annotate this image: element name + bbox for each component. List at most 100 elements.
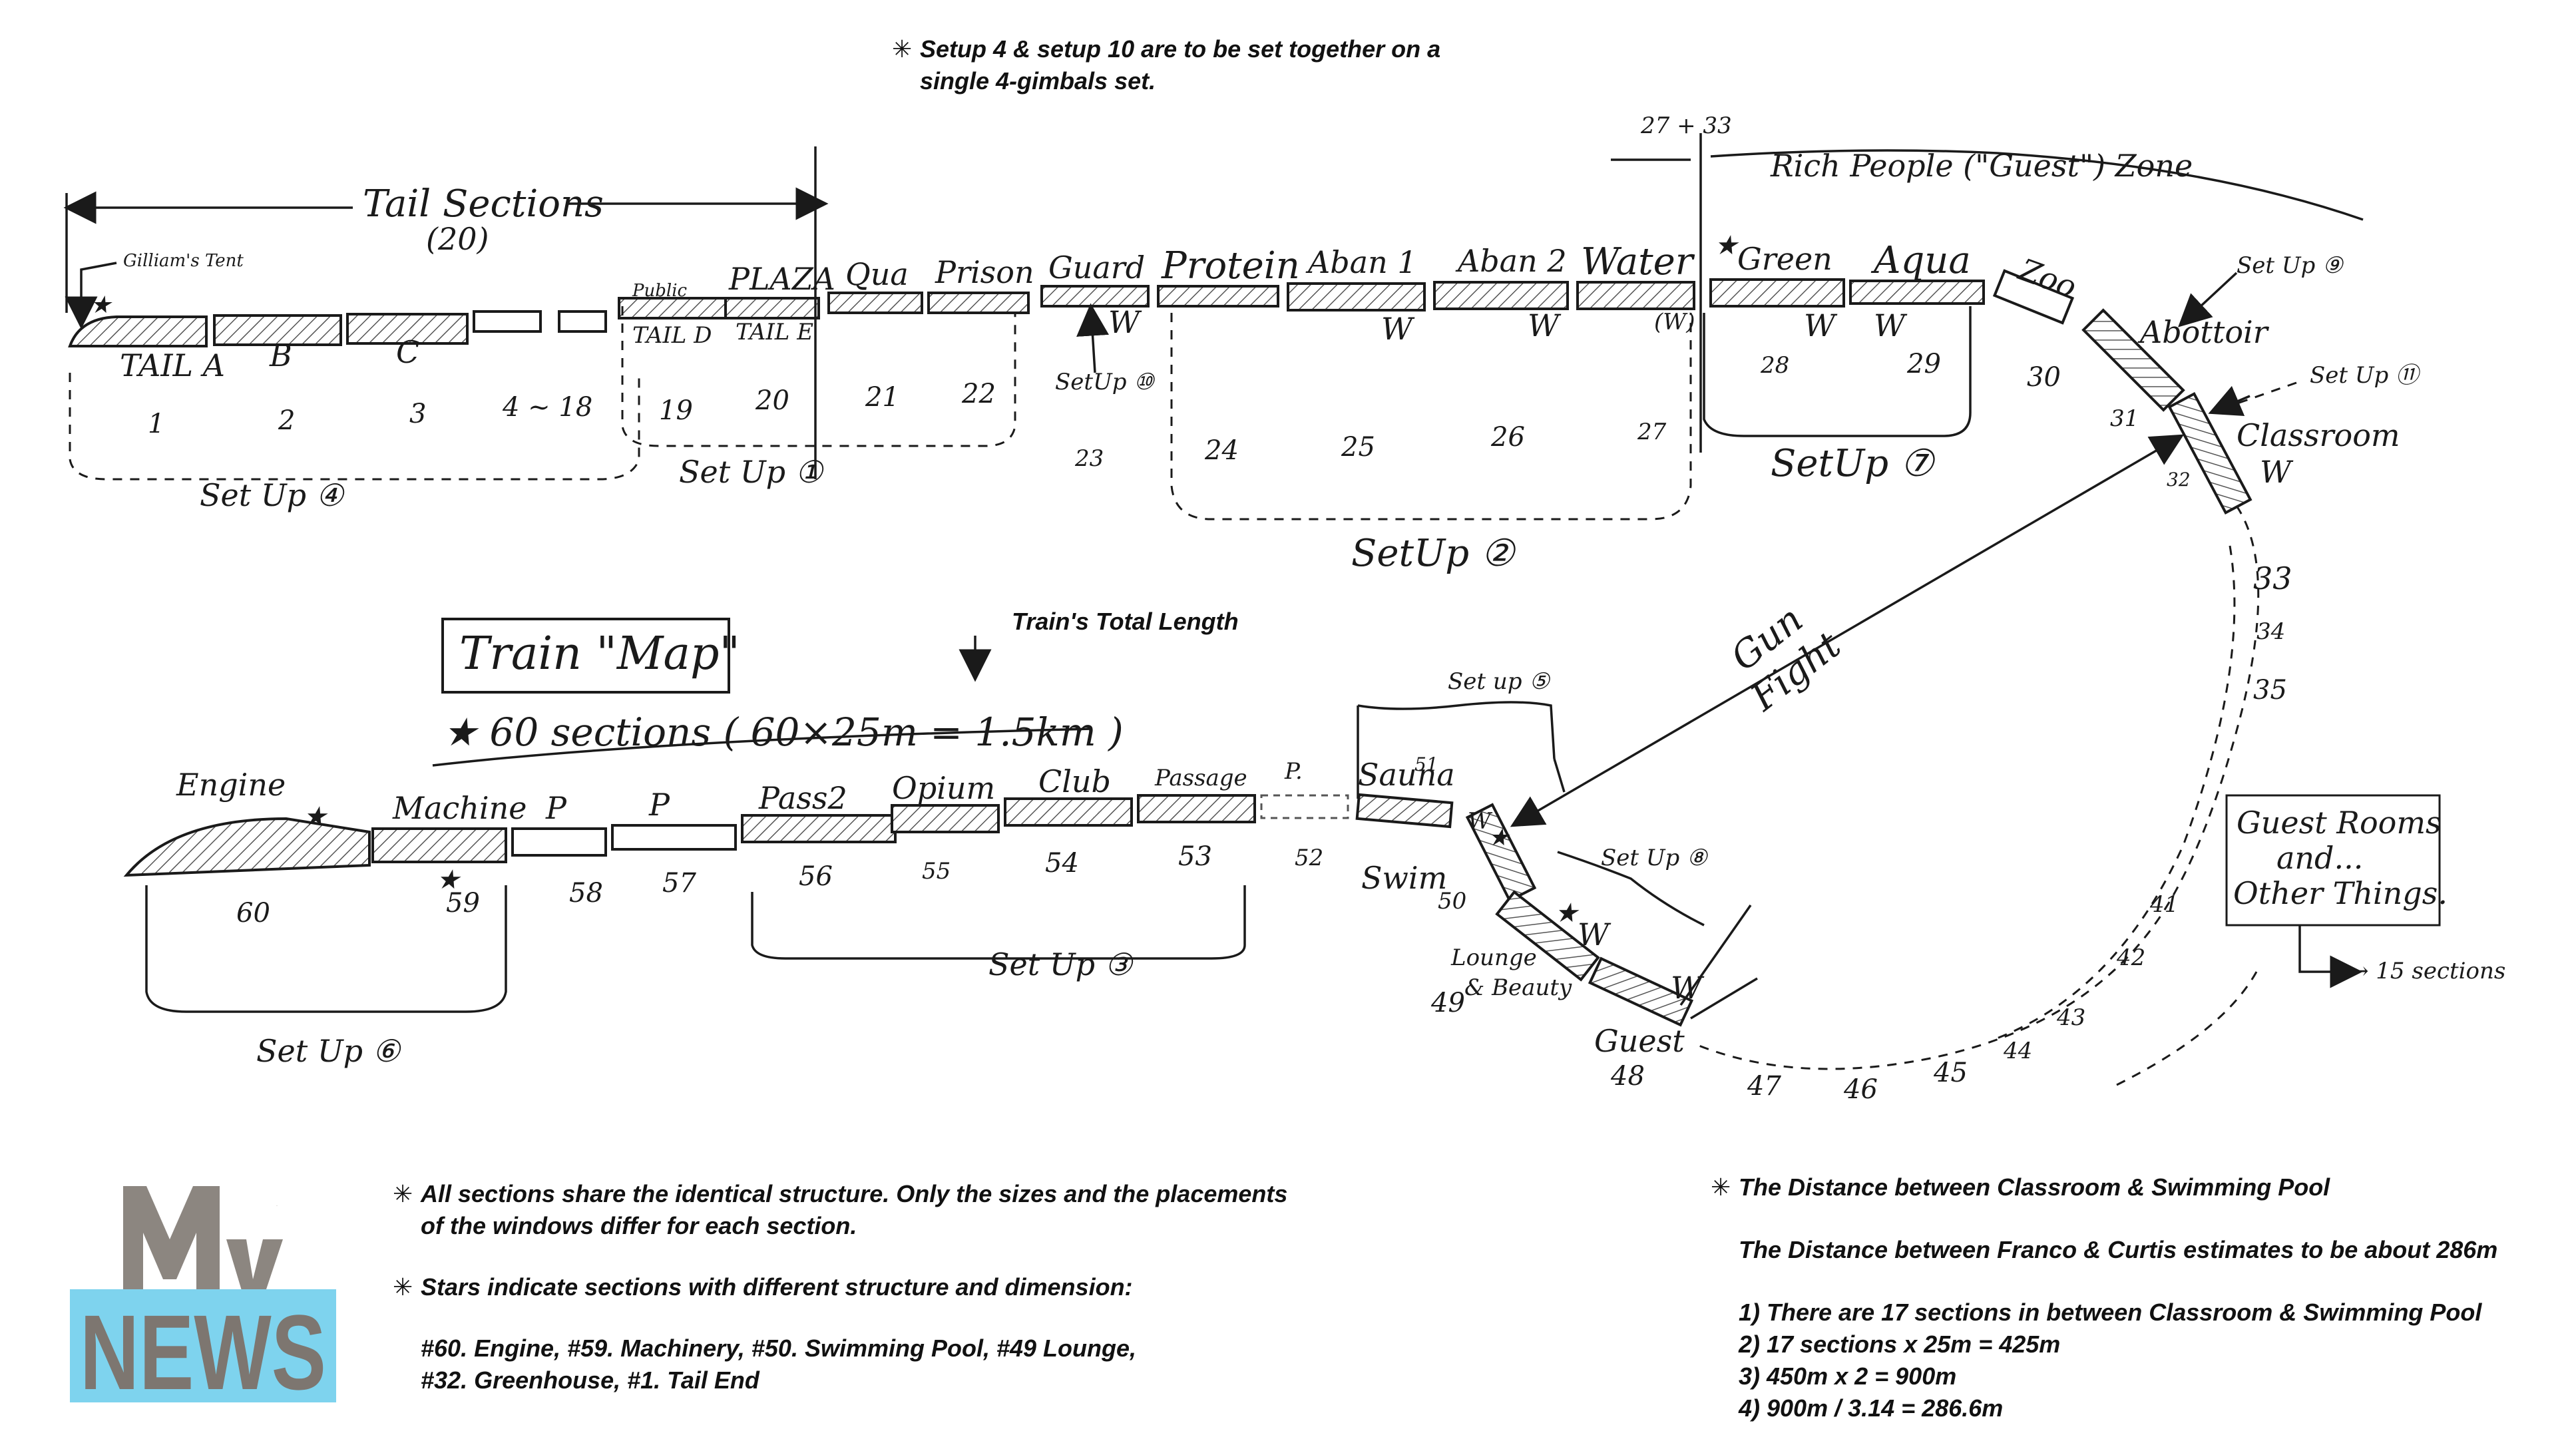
label-club: Club: [1038, 763, 1111, 799]
guest-rooms-line2: and...: [2276, 840, 2363, 876]
car-4-18: [474, 311, 540, 331]
gilliams-tent: Gilliam's Tent: [123, 251, 244, 271]
num-57: 57: [662, 868, 696, 899]
window-mark: W: [1578, 917, 1611, 952]
setup-7: SetUp ⑦: [1771, 442, 1936, 485]
car-public: [619, 298, 726, 318]
map-title: Train "Map": [459, 628, 740, 680]
window-mark: W: [1804, 308, 1838, 343]
car-green: [1711, 280, 1844, 306]
car-pass2: [742, 815, 895, 842]
num-55: 55: [922, 858, 951, 885]
total-length-label: Train's Total Length: [1012, 606, 1345, 638]
num-20: 20: [755, 385, 789, 416]
setup-3: Set Up ③: [988, 946, 1134, 982]
car-aqua: [1850, 281, 1984, 304]
label-plaza: PLAZA: [728, 261, 835, 297]
total-length-note: Train's Total Length: [1012, 606, 1345, 638]
window-mark: W: [1528, 308, 1562, 343]
label-guard: Guard: [1048, 250, 1145, 286]
label-qua: Qua: [845, 256, 909, 292]
num-44: 44: [2003, 1038, 2032, 1064]
distance-step-3: 3) 450m x 2 = 900m: [1711, 1360, 2549, 1392]
car-plaza: [726, 298, 819, 318]
label-p3: P.: [1284, 758, 1303, 785]
car-passage: [1138, 795, 1255, 822]
asterisk-mark-icon: ✳: [892, 33, 920, 65]
num-33: 33: [2253, 560, 2292, 596]
label-c: C: [396, 334, 419, 370]
car-guard: [1042, 286, 1148, 306]
setup-11: Set Up ⑪: [2310, 362, 2422, 389]
top-note-line2: single 4-gimbals set.: [892, 65, 1491, 97]
setup-2: SetUp ②: [1351, 532, 1516, 575]
num-41: 41: [2149, 891, 2179, 918]
window-mark: W: [1468, 808, 1493, 835]
distance-step-2: 2) 17 sections x 25m = 425m: [1711, 1329, 2549, 1360]
car-protein: [1158, 286, 1278, 306]
label-green: Green: [1737, 241, 1832, 277]
window-mark: W: [1874, 308, 1908, 343]
label-sauna: Sauna: [1358, 757, 1455, 793]
num-48: 48: [1610, 1061, 1645, 1092]
label-public: Public: [632, 281, 688, 301]
setup-4: Set Up ④: [200, 477, 345, 513]
label-water: Water: [1581, 240, 1695, 284]
rich-zone-label: Rich People ("Guest") Zone: [1770, 148, 2193, 184]
distance-step-1: 1) There are 17 sections in between Clas…: [1711, 1297, 2549, 1329]
sections-total: ★ 60 sections ( 60×25m = 1.5km ): [443, 710, 1124, 755]
window-mark: W: [1108, 304, 1142, 340]
car-sauna: [1357, 795, 1452, 827]
window-mark: W: [2260, 454, 2294, 490]
label-engine: Engine: [176, 767, 286, 803]
bottom-left-line1: All sections share the identical structu…: [421, 1180, 1287, 1207]
num-43: 43: [2056, 1004, 2085, 1031]
gun-fight-arrow: [1524, 443, 2170, 819]
top-note-line1: Setup 4 & setup 10 are to be set togethe…: [920, 35, 1440, 63]
num-23: 23: [1074, 445, 1104, 472]
star-icon: ★: [303, 801, 328, 832]
num-3: 3: [409, 399, 426, 429]
car-p57: [612, 825, 736, 849]
setup-6: Set Up ⑥: [256, 1033, 402, 1069]
asterisk-mark-icon: ✳: [393, 1178, 421, 1210]
num-52: 52: [1295, 845, 1323, 871]
num-4-18: 4 ~ 18: [502, 392, 592, 423]
num-46: 46: [1843, 1074, 1878, 1105]
car-prison: [929, 293, 1028, 313]
num-51: 51: [1414, 753, 1438, 775]
label-classroom: Classroom: [2237, 417, 2400, 453]
num-19: 19: [659, 395, 693, 426]
rich-zone-range: 27 + 33: [1640, 112, 1732, 139]
label-p2: P: [648, 787, 670, 823]
window-mark: W: [1381, 311, 1415, 347]
setup-10: SetUp ⑩: [1055, 369, 1155, 395]
num-28: 28: [1760, 352, 1789, 379]
setup-5: Set up ⑤: [1448, 668, 1550, 695]
num-60: 60: [236, 898, 270, 929]
num-29: 29: [1906, 349, 1941, 379]
label-pass2: Pass2: [758, 780, 847, 816]
num-22: 22: [961, 379, 996, 409]
tail-sections-count: (20): [426, 221, 489, 257]
num-32: 32: [2167, 469, 2191, 491]
car-water: [1578, 282, 1694, 309]
stars-list-line1: #60. Engine, #59. Machinery, #50. Swimmi…: [393, 1333, 1391, 1364]
label-beauty: & Beauty: [1464, 974, 1572, 1001]
top-note: ✳Setup 4 & setup 10 are to be set togeth…: [892, 33, 1491, 97]
window-mark: W: [1671, 970, 1705, 1006]
guest-rooms-line1: Guest Rooms: [2237, 805, 2442, 841]
num-1: 1: [148, 409, 164, 439]
num-54: 54: [1045, 848, 1079, 879]
num-45: 45: [1933, 1058, 1968, 1088]
label-tail-e: TAIL E: [736, 319, 813, 345]
num-50: 50: [1438, 888, 1466, 915]
tail-sections-label: Tail Sections: [363, 182, 604, 226]
label-tail-d: TAIL D: [632, 322, 712, 349]
num-21: 21: [865, 382, 899, 413]
label-tail-a: TAIL A: [120, 347, 225, 383]
label-prison: Prison: [935, 254, 1034, 290]
train-loop: [1697, 506, 2258, 1069]
label-machine: Machine: [392, 790, 527, 826]
label-swim: Swim: [1361, 860, 1447, 896]
